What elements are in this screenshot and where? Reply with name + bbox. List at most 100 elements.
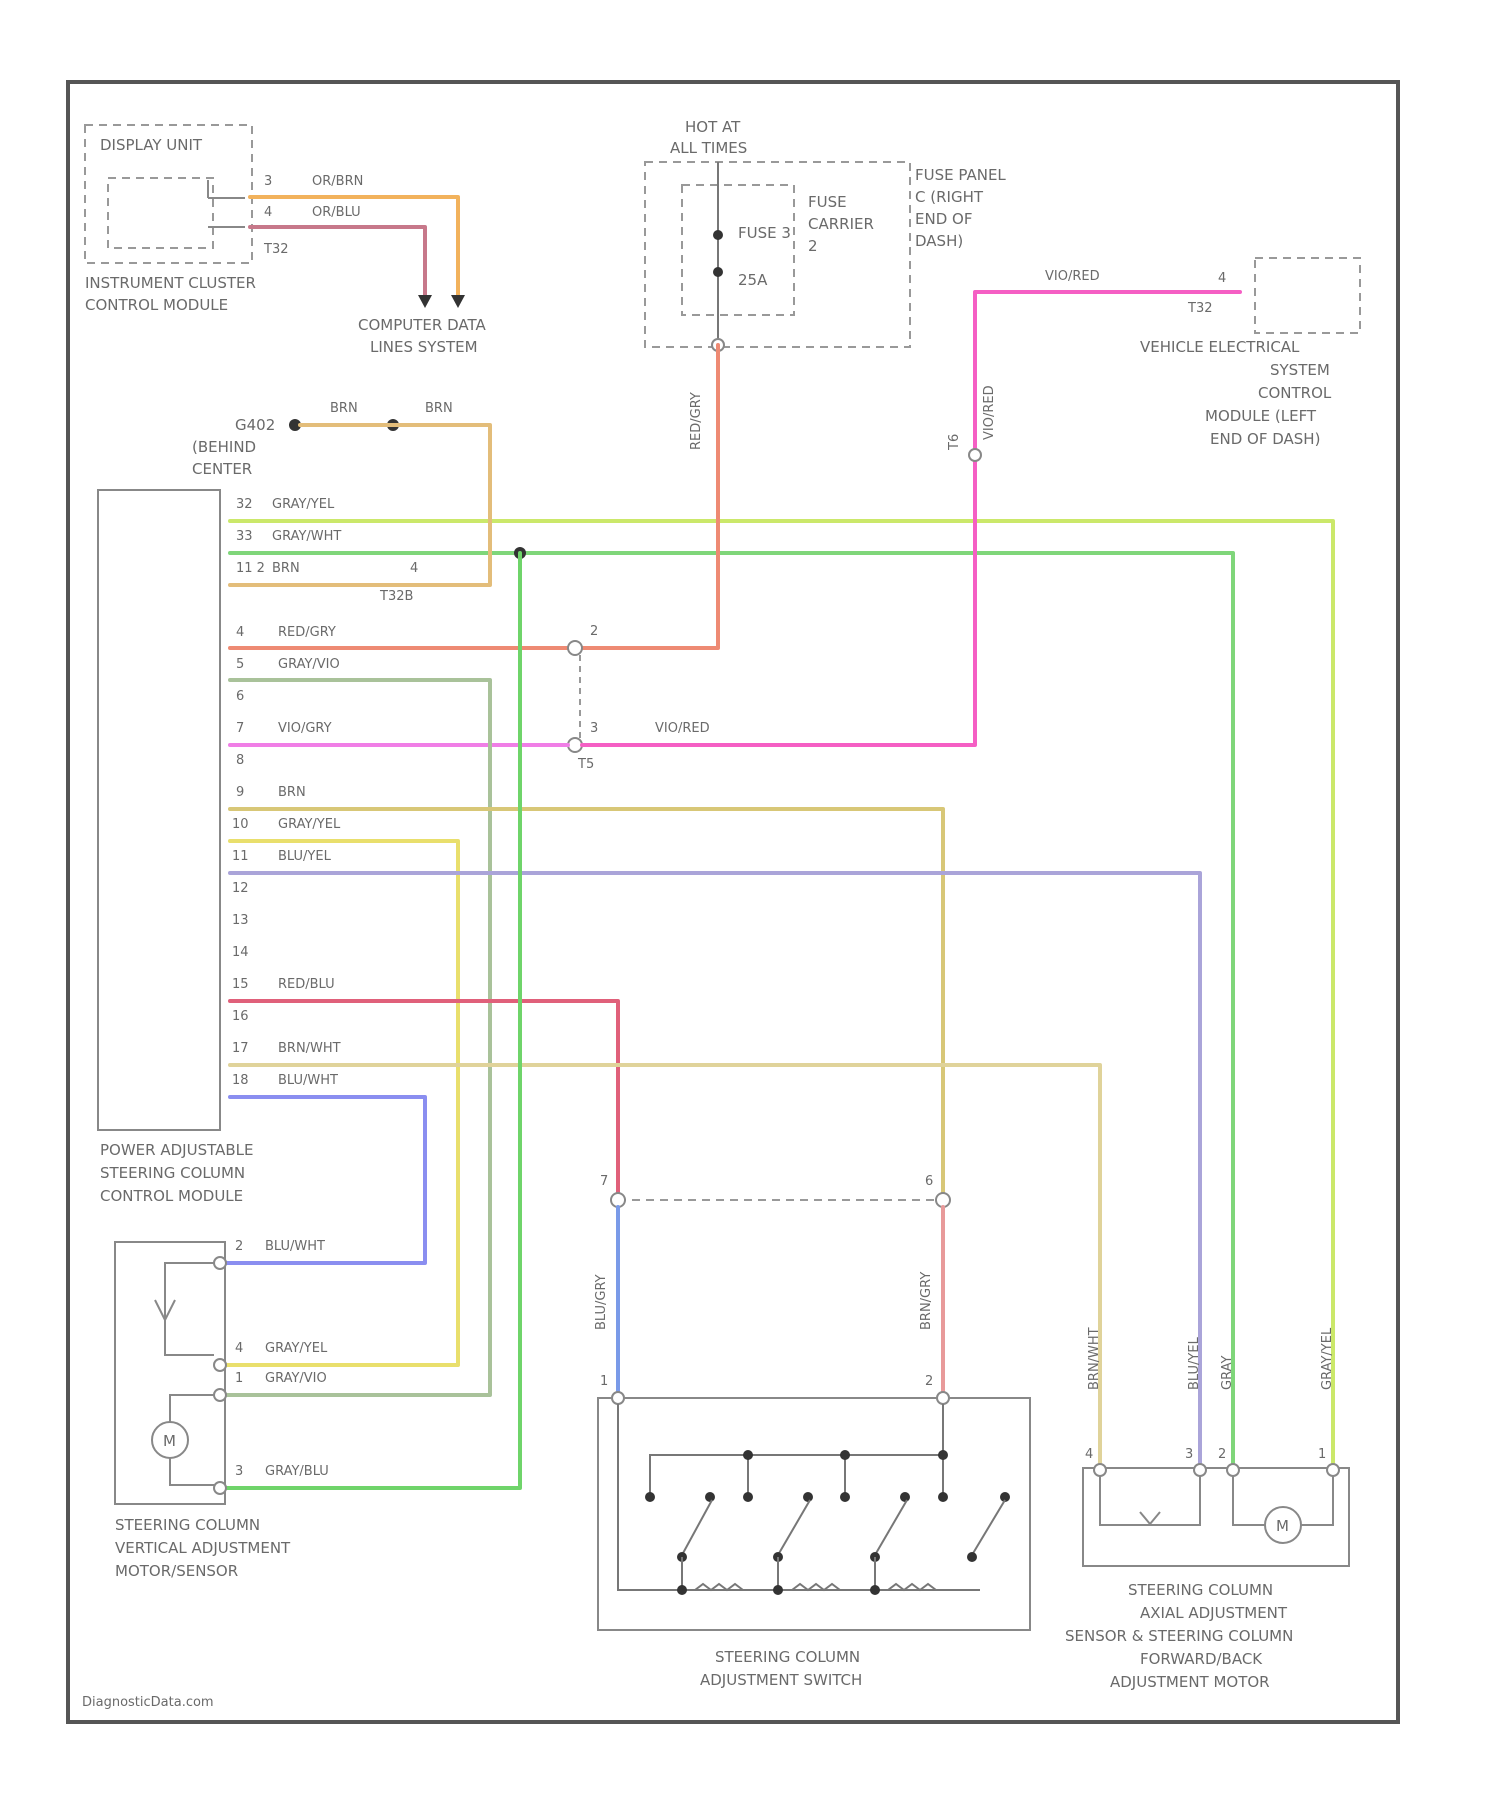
fuse-label: FUSE 3	[738, 224, 791, 242]
pin-ax-2: 2	[1218, 1447, 1226, 1462]
label-blu-yel-vertical: BLU/YEL	[1187, 1336, 1202, 1390]
fuse-rating: 25A	[738, 271, 768, 289]
fuse-contact-top	[713, 230, 723, 240]
pin-vesc-4: 4	[1218, 271, 1226, 286]
label-gray-wht-top: GRAY/WHT	[272, 529, 341, 544]
wire-blu-yel-pin11	[230, 873, 1200, 1470]
wire-brn-ground	[230, 425, 490, 585]
power-adjustable-steering-column-control-module	[98, 490, 220, 1130]
steering-column-vertical-adjustment-motor-sensor: M 2 4 1 3 BLU/WHT GRAY/YEL GRAY/VIO GRAY…	[115, 1239, 329, 1580]
label-vio-red-lower: VIO/RED	[655, 721, 710, 736]
pin-cm-15: 15	[232, 977, 249, 992]
hot-at-label-1: HOT AT	[685, 118, 741, 136]
fuse-panel-label-2: C (RIGHT	[915, 188, 984, 206]
label-gray-vertical: GRAY	[1220, 1356, 1235, 1390]
wire-gray-wht-top	[230, 553, 1233, 1470]
wire-vio-red	[582, 292, 1240, 745]
instrument-cluster-control-module: DISPLAY UNIT 3 4 T32 INSTRUMENT CLUSTER …	[85, 125, 288, 314]
pin-cm-13: 13	[232, 913, 249, 928]
label-gray-yel-pin10: GRAY/YEL	[278, 817, 341, 832]
pin-cm-18: 18	[232, 1073, 249, 1088]
pin-cm-17: 17	[232, 1041, 249, 1056]
instrument-cluster-label-1: INSTRUMENT CLUSTER	[85, 274, 256, 292]
pin-cm-11-2: 11 2	[236, 561, 265, 576]
label-brn-gry-vertical: BRN/GRY	[919, 1272, 934, 1330]
label-blu-wht-motor: BLU/WHT	[265, 1239, 325, 1254]
label-gray-yel-top: GRAY/YEL	[272, 497, 335, 512]
t4b-label: T32	[1187, 301, 1212, 316]
label-vio-red-vertical: VIO/RED	[982, 385, 997, 440]
ground-label: G402	[235, 416, 275, 434]
pin-cm-11: 11	[232, 849, 249, 864]
pin-ax-3: 3	[1185, 1447, 1193, 1462]
axial-label-2: AXIAL ADJUSTMENT	[1140, 1604, 1288, 1622]
label-gray-vio-motor: GRAY/VIO	[265, 1371, 327, 1386]
axial-label-4: FORWARD/BACK	[1140, 1650, 1263, 1668]
data-lines-label-2: LINES SYSTEM	[370, 338, 478, 356]
pin-cm-5: 5	[236, 657, 244, 672]
t5-connector-pin3	[568, 738, 582, 752]
axial-label-1: STEERING COLUMN	[1128, 1581, 1273, 1599]
wire-gray-yel-top	[230, 521, 1333, 1470]
switch-contact-4	[972, 1500, 1005, 1555]
pin-cm-8: 8	[236, 753, 244, 768]
vesc-label-1: VEHICLE ELECTRICAL	[1140, 338, 1300, 356]
label-brn-wht-vertical: BRN/WHT	[1087, 1327, 1102, 1390]
vehicle-electrical-system-control-module: 4 T32 VEHICLE ELECTRICAL SYSTEM CONTROL …	[1140, 258, 1360, 448]
display-unit-label: DISPLAY UNIT	[100, 136, 203, 154]
vesc-label-2: SYSTEM	[1270, 361, 1330, 379]
fuse-panel-label-3: END OF	[915, 210, 972, 228]
label-gray-blu-motor: GRAY/BLU	[265, 1464, 329, 1479]
pin-sw-7: 7	[600, 1174, 608, 1189]
control-module-label-2: STEERING COLUMN	[100, 1164, 245, 1182]
label-or-brn: OR/BRN	[312, 174, 363, 189]
fuse-panel-label-1: FUSE PANEL	[915, 166, 1006, 184]
label-t32b: T32B	[379, 589, 413, 604]
data-lines-arrow-1	[418, 295, 432, 308]
label-t6: T6	[947, 434, 962, 451]
pin-cm-14: 14	[232, 945, 249, 960]
pin-cm-7: 7	[236, 721, 244, 736]
wire-brn-wht-pin17	[230, 1065, 1100, 1470]
source-credit: DiagnosticData.com	[82, 1695, 214, 1710]
label-t5: T5	[577, 757, 594, 772]
label-red-gry-pin4: RED/GRY	[278, 625, 336, 640]
vertical-motor-label-3: MOTOR/SENSOR	[115, 1562, 238, 1580]
pin-cm-9: 9	[236, 785, 244, 800]
steering-column-adjustment-switch: 7 6 BLU/GRY BRN/GRY 1 2	[594, 1174, 1030, 1689]
pin-vm-3: 3	[235, 1464, 243, 1479]
pin-sw-2: 2	[925, 1374, 933, 1389]
pin-t5-2: 2	[590, 624, 598, 639]
switch-contact-3	[875, 1500, 907, 1555]
pin-vm-4: 4	[235, 1341, 243, 1356]
pin-ic-4: 4	[264, 205, 272, 220]
label-blu-gry-vertical: BLU/GRY	[594, 1274, 609, 1330]
wire-or-blu	[250, 227, 425, 297]
label-brn-ground-2: BRN	[425, 401, 453, 416]
wire-gray-yel-pin10	[222, 841, 458, 1365]
control-module-pins: 4 5 6 7 8 9 10 11 12 13 14 15 16 17 18	[232, 625, 249, 1088]
steering-column-axial-adjustment-sensor-and-motor: BRN/WHT BLU/YEL GRAY GRAY/YEL 4 3 2 1 M …	[1065, 1327, 1349, 1691]
label-vio-gry-pin7: VIO/GRY	[278, 721, 332, 736]
vertical-motor-label-1: STEERING COLUMN	[115, 1516, 260, 1534]
pin-cm-6: 6	[236, 689, 244, 704]
fuse-panel-c: HOT AT ALL TIMES FUSE 3 25A FUSE CARRIER…	[645, 118, 1006, 351]
behind-center-label-1: (BEHIND	[192, 438, 256, 456]
behind-center-label-2: CENTER	[192, 460, 252, 478]
label-brn-wht-pin17: BRN/WHT	[278, 1041, 341, 1056]
fuse-carrier-label-1: FUSE	[808, 193, 847, 211]
vertical-motor-label-2: VERTICAL ADJUSTMENT	[115, 1539, 291, 1557]
pin-sw-6: 6	[925, 1174, 933, 1189]
label-gray-vio-pin5: GRAY/VIO	[278, 657, 340, 672]
label-red-blu-pin15: RED/BLU	[278, 977, 335, 992]
switch-contact-2	[778, 1500, 810, 1555]
switch-contact-1	[682, 1500, 712, 1555]
label-blu-wht-pin18: BLU/WHT	[278, 1073, 338, 1088]
pin-cm-12: 12	[232, 881, 249, 896]
fuse-contact-bottom	[713, 267, 723, 277]
pin-cm-33: 33	[236, 529, 253, 544]
pin-ic-3: 3	[264, 174, 272, 189]
pin-vm-2: 2	[235, 1239, 243, 1254]
vesc-label-5: END OF DASH)	[1210, 430, 1320, 448]
